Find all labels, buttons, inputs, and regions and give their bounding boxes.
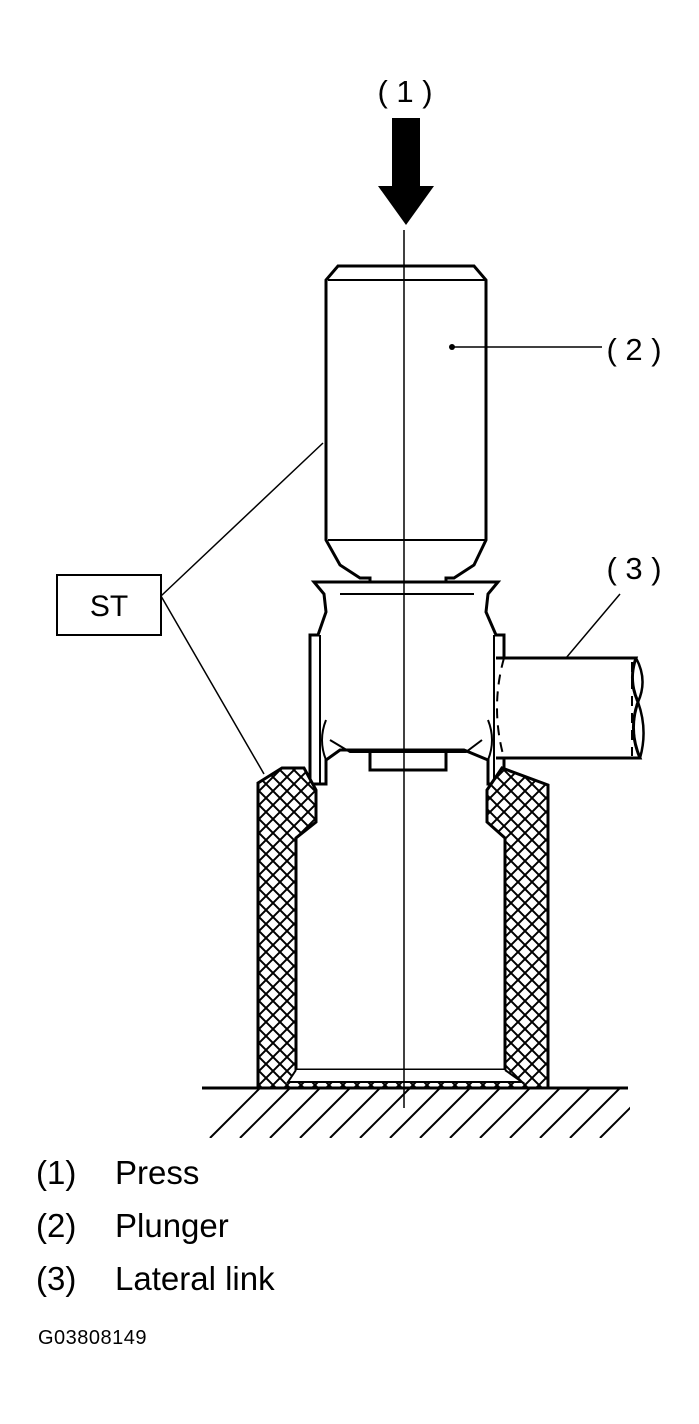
st-tool [256, 766, 550, 1090]
figure-code: G03808149 [38, 1327, 148, 1349]
bushing [308, 580, 506, 786]
legend-number: (2) [36, 1207, 77, 1244]
legend-label: Lateral link [115, 1260, 275, 1297]
st-label: ST [90, 590, 128, 623]
plunger-leader [449, 344, 602, 350]
lateral-link [496, 656, 645, 760]
legend-label: Plunger [115, 1207, 229, 1244]
callout-lateral-link-label: ( 3 ) [606, 551, 661, 586]
lateral-link-leader [565, 593, 621, 659]
legend-item: (3) Lateral link [36, 1260, 275, 1313]
callout-press-label: ( 1 ) [377, 74, 432, 109]
legend-item: (2) Plunger [36, 1207, 275, 1260]
legend: (1) Press (2) Plunger (3) Lateral link [36, 1154, 275, 1313]
legend-number: (1) [36, 1154, 77, 1191]
legend-number: (3) [36, 1260, 77, 1297]
legend-item: (1) Press [36, 1154, 275, 1207]
installation-diagram: ( 1 ) ( 2 ) ( 3 ) ST [56, 74, 662, 1138]
callout-plunger-label: ( 2 ) [606, 332, 661, 367]
st-leaders [160, 442, 324, 775]
press-arrow [378, 118, 434, 225]
st-label-box: ST [56, 574, 162, 636]
ground-base [202, 1086, 630, 1138]
legend-label: Press [115, 1154, 200, 1191]
